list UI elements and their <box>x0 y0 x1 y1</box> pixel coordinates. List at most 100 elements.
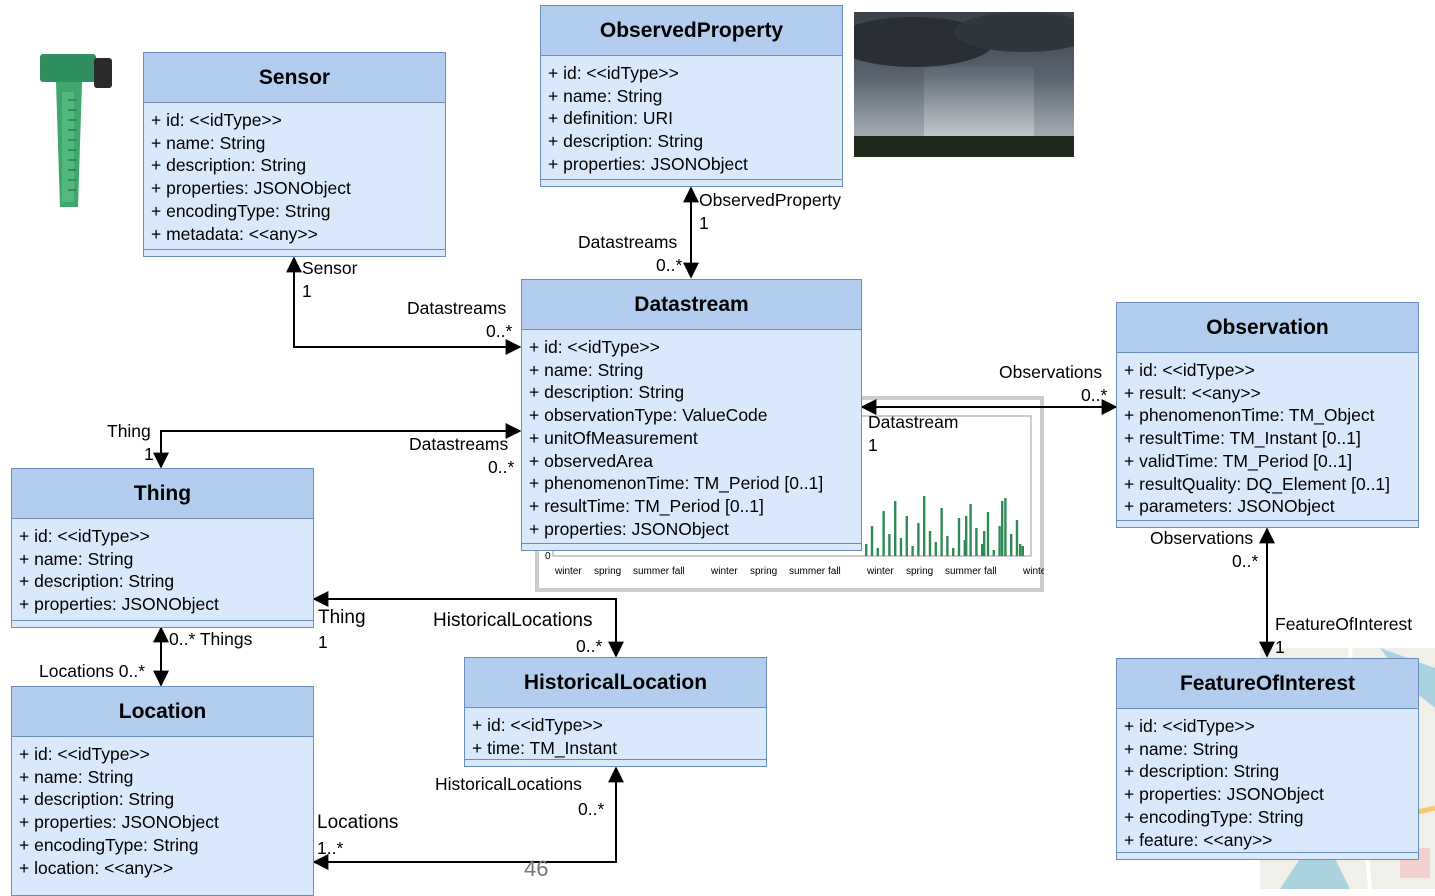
attribute-list: + id: <<idType>> + name: String + descri… <box>144 103 445 249</box>
attribute: + name: String <box>19 548 134 569</box>
attribute: + description: String <box>151 155 307 176</box>
role-label: Observations <box>999 362 1103 382</box>
attribute: + name: String <box>151 132 266 153</box>
historicallocation-class[interactable]: HistoricalLocation + id: <<idType>> + ti… <box>464 657 767 767</box>
attribute: + resultQuality: DQ_Element [0..1] <box>1124 473 1391 494</box>
datastream-class[interactable]: Datastream + id: <<idType>> + name: Stri… <box>521 279 862 551</box>
thing-class[interactable]: Thing + id: <<idType>> + name: String + … <box>11 468 314 628</box>
rain-bar <box>917 523 920 556</box>
attribute: + name: String <box>529 359 644 380</box>
rain-bar <box>876 548 879 556</box>
attribute-list: + id: <<idType>> + time: TM_Instant <box>465 708 766 763</box>
rain-bar <box>952 548 955 556</box>
attribute: + location: <<any>> <box>19 857 174 878</box>
chart-axis-label: winter <box>1022 566 1044 577</box>
rain-bar <box>965 516 968 556</box>
rain-bar <box>1001 501 1004 556</box>
role-label: Thing <box>107 421 151 441</box>
class-title: Sensor <box>144 53 445 103</box>
rain-bar <box>911 546 914 556</box>
attribute: + phenomenonTime: TM_Object <box>1124 405 1375 426</box>
attribute: + definition: URI <box>548 108 673 129</box>
class-title: ObservedProperty <box>541 6 842 56</box>
attribute: + validTime: TM_Period [0..1] <box>1124 450 1353 471</box>
class-divider <box>522 543 861 544</box>
sensor-class[interactable]: Sensor + id: <<idType>> + name: String +… <box>143 52 446 257</box>
class-title: FeatureOfInterest <box>1117 659 1418 709</box>
chart-axis-label: summer <box>633 566 670 577</box>
attribute: + feature: <<any>> <box>1124 829 1273 850</box>
chart-axis-label: winter <box>710 566 738 577</box>
rain-bar <box>923 496 926 556</box>
role-label: FeatureOfInterest <box>1275 614 1413 634</box>
edge-thing-datastream <box>153 423 522 469</box>
location-class[interactable]: Location + id: <<idType>> + name: String… <box>11 686 314 896</box>
class-divider <box>1117 520 1418 521</box>
rain-bar <box>983 531 986 556</box>
attribute-list: + id: <<idType>> + name: String + defini… <box>541 56 842 180</box>
edge-sensor-datastream <box>286 256 522 355</box>
rain-bar <box>1010 534 1013 556</box>
attribute: + id: <<idType>> <box>151 110 282 130</box>
attribute: + metadata: <<any>> <box>151 223 318 244</box>
role-label: Datastreams <box>409 434 509 454</box>
multiplicity-label: 1..* <box>317 838 344 858</box>
attribute: + result: <<any>> <box>1124 382 1261 403</box>
attribute: + properties: JSONObject <box>19 812 219 833</box>
page-number: 46 <box>524 856 549 881</box>
role-label: Observations <box>1150 528 1254 548</box>
rain-bar <box>1004 498 1007 556</box>
chart-axis-label: summer <box>945 566 982 577</box>
attribute-list: + id: <<idType>> + name: String + descri… <box>522 330 861 544</box>
role-label: Locations <box>317 812 399 833</box>
rain-bar <box>1015 520 1019 556</box>
role-label: Datastream <box>868 412 959 432</box>
attribute: + name: String <box>19 766 134 787</box>
featureofinterest-class[interactable]: FeatureOfInterest + id: <<idType>> + nam… <box>1116 658 1419 860</box>
attribute: + properties: JSONObject <box>529 518 729 539</box>
rain-bar <box>975 528 978 556</box>
chart-zero-tick: 0 <box>545 551 551 562</box>
attribute: + resultTime: TM_Period [0..1] <box>529 495 764 516</box>
storm-photo <box>854 12 1074 157</box>
multiplicity-label: 1 <box>699 213 709 233</box>
class-title: Datastream <box>522 280 861 330</box>
attribute: + observedArea <box>529 450 654 471</box>
rain-bar <box>865 544 868 556</box>
attribute: + description: String <box>19 789 175 810</box>
class-divider <box>12 620 313 621</box>
rain-bar <box>981 544 984 556</box>
attribute: + id: <<idType>> <box>529 337 660 357</box>
attribute-list: + id: <<idType>> + name: String + descri… <box>12 737 313 883</box>
attribute: + phenomenonTime: TM_Period [0..1] <box>529 473 824 494</box>
role-label: Datastreams <box>578 232 678 252</box>
rain-bar <box>1021 546 1024 556</box>
attribute-list: + id: <<idType>> + name: String + descri… <box>12 519 313 620</box>
multiplicity-label: 1 <box>144 444 154 464</box>
attribute-list: + id: <<idType>> + result: <<any>> + phe… <box>1117 353 1418 522</box>
attribute: + description: String <box>1124 761 1280 782</box>
attribute: + id: <<idType>> <box>1124 360 1255 380</box>
rain-bar <box>928 531 932 556</box>
multiplicity-label: 0..* <box>578 799 605 819</box>
attribute: + parameters: JSONObject <box>1124 496 1335 517</box>
observedproperty-class[interactable]: ObservedProperty + id: <<idType>> + name… <box>540 5 843 187</box>
attribute: + time: TM_Instant <box>472 737 618 758</box>
multiplicity-label: 0..* <box>656 255 683 275</box>
edge-location-historicallocation <box>312 766 624 870</box>
class-divider <box>1117 852 1418 853</box>
attribute: + id: <<idType>> <box>472 715 603 735</box>
role-label: Sensor <box>302 258 358 278</box>
rain-bar <box>957 518 961 556</box>
attribute: + encodingType: String <box>19 834 199 855</box>
observation-class[interactable]: Observation + id: <<idType>> + result: <… <box>1116 302 1419 528</box>
chart-axis-label: fall <box>984 566 997 577</box>
rain-gauge-image <box>40 54 112 207</box>
class-title: Location <box>12 687 313 737</box>
attribute: + id: <<idType>> <box>1124 716 1255 736</box>
class-title: Thing <box>12 469 313 519</box>
multiplicity-label: 0..* <box>1081 385 1108 405</box>
rain-bar <box>940 508 943 556</box>
class-divider <box>465 759 766 760</box>
